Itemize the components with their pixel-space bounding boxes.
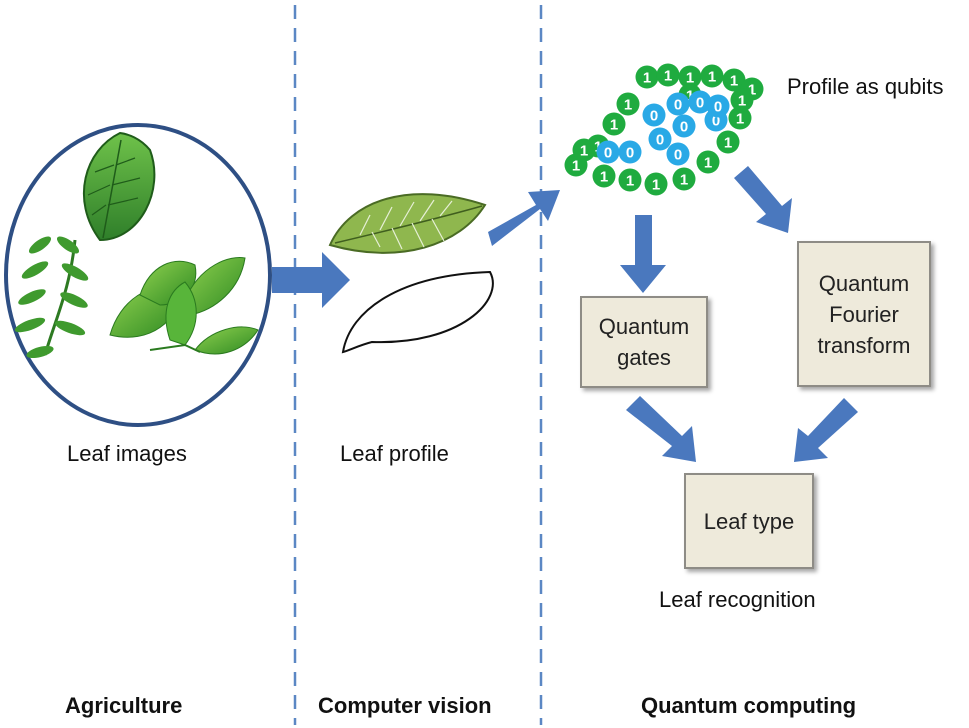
qubit-one-digit: 1 (708, 69, 716, 86)
qubit-zero-digit: 0 (714, 99, 722, 116)
arrow-to-qubits (488, 190, 560, 246)
qubit-one (602, 112, 626, 136)
arrow-to-quantum-gates (620, 215, 666, 293)
leaf-images-label: Leaf images (67, 441, 187, 466)
qubit-one (716, 130, 740, 154)
qubit-zero-digit: 0 (656, 132, 664, 149)
qubit-one-digit: 1 (680, 172, 688, 189)
qubit-zero (706, 94, 730, 118)
qubit-one (635, 65, 659, 89)
qubit-one-digit: 1 (624, 97, 632, 114)
qubit-one-digit: 1 (626, 173, 634, 190)
qubit-zero (618, 140, 642, 164)
arrow-to-profile (272, 252, 350, 308)
qubit-one (730, 88, 754, 112)
qubit-zero (596, 140, 620, 164)
qubit-one (728, 106, 752, 130)
qubit-one (696, 150, 720, 174)
qubit-one (616, 92, 640, 116)
qubit-one-digit: 1 (610, 117, 618, 134)
qubit-one (722, 68, 746, 92)
qubit-zero (666, 142, 690, 166)
profile-as-qubits-label: Profile as qubits (787, 74, 944, 99)
leaf-profile-label: Leaf profile (340, 441, 449, 466)
qubit-zero (648, 127, 672, 151)
qubit-one (618, 168, 642, 192)
qubit-one (644, 172, 668, 196)
qubit-one (572, 138, 596, 162)
qubit-one-digit: 1 (748, 82, 756, 99)
arrow-to-qft (734, 166, 792, 233)
qubit-zero-digit: 0 (604, 145, 612, 162)
qubit-one-digit: 1 (600, 169, 608, 186)
qubit-one-digit: 1 (652, 177, 660, 194)
qubit-one (700, 64, 724, 88)
arrow-gates-to-leaf-type (626, 396, 696, 462)
qubit-one-digit: 1 (730, 73, 738, 90)
qubit-one (672, 167, 696, 191)
qubit-zero (672, 114, 696, 138)
section-agriculture: Agriculture (65, 693, 183, 718)
arrow-qft-to-leaf-type (794, 398, 858, 462)
qubit-one-digit: 1 (686, 88, 694, 105)
qubit-cluster: 111111111111111111110000000000 (564, 63, 764, 196)
qubit-zero-digit: 0 (650, 108, 658, 125)
qubit-one-digit: 1 (738, 93, 746, 110)
qubit-one-digit: 1 (736, 111, 744, 128)
qubit-zero (666, 92, 690, 116)
leaf-type-box: Leaf type (684, 473, 814, 569)
qubit-one-digit: 1 (643, 70, 651, 87)
leaf-recognition-label: Leaf recognition (659, 587, 816, 612)
qubit-zero-digit: 0 (696, 95, 704, 112)
qubit-zero-digit: 0 (674, 97, 682, 114)
section-quantum-computing: Quantum computing (641, 693, 857, 718)
qubit-one-digit: 1 (724, 135, 732, 152)
leaf-image-single (83, 131, 156, 242)
qubit-one (592, 164, 616, 188)
leaf-image-sprig (14, 236, 89, 359)
quantum-gates-box: Quantum gates (580, 296, 708, 388)
qubit-one-digit: 1 (704, 155, 712, 172)
leaf-profile-textured (328, 193, 487, 254)
qubit-one-digit: 1 (572, 158, 580, 175)
qubit-zero (688, 90, 712, 114)
qubit-one (656, 63, 680, 87)
qubit-zero-digit: 0 (626, 145, 634, 162)
qubit-zero-digit: 0 (712, 113, 720, 130)
qubit-one-digit: 1 (664, 68, 672, 85)
leaf-image-cluster (109, 257, 259, 355)
qft-box: Quantum Fourier transform (797, 241, 931, 387)
qubit-one-digit: 1 (686, 70, 694, 87)
qubit-zero-digit: 0 (674, 147, 682, 164)
qubit-zero (642, 103, 666, 127)
qubit-one-digit: 1 (580, 143, 588, 160)
qubit-zero-digit: 0 (680, 119, 688, 136)
leaf-profile-outline (341, 270, 494, 354)
qubit-one (678, 65, 702, 89)
section-computer-vision: Computer vision (318, 693, 492, 718)
